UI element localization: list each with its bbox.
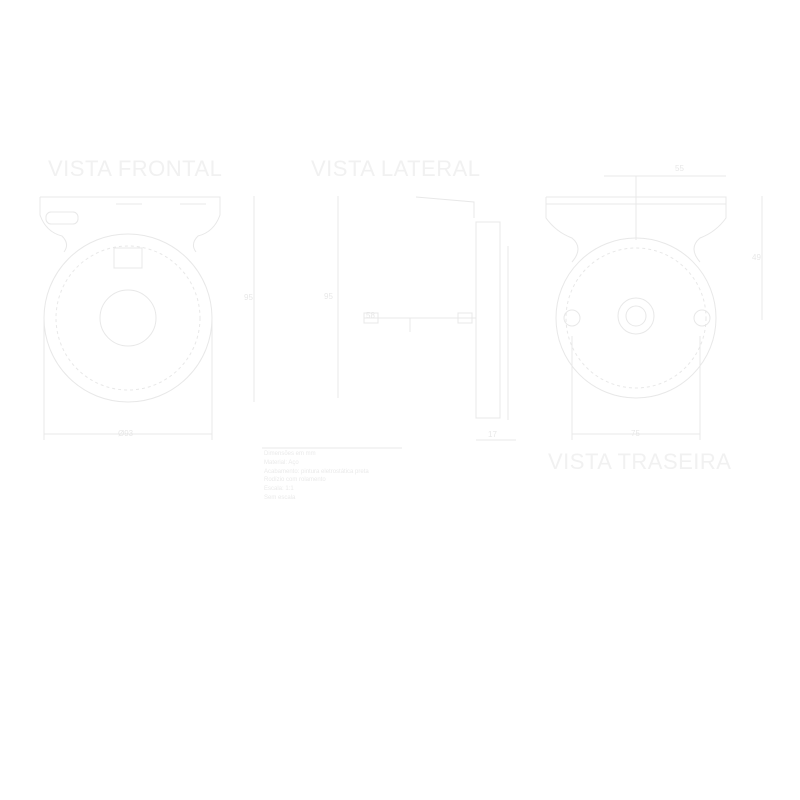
front-wheel-outer: [43, 233, 213, 403]
rear-hub-bore: [625, 305, 647, 327]
front-view-drawing: [39, 196, 255, 440]
front-bracket-outline: [40, 196, 221, 253]
front-bracket-outline-left: [39, 197, 68, 253]
drawing-notes: Dimensões em mm Material: Aço Acabamento…: [264, 450, 414, 503]
note-line: Rodízio com rolamento: [264, 477, 326, 484]
side-height-dimension-text: 95: [324, 292, 333, 301]
note-line: Material: Aço: [264, 459, 299, 466]
front-fork-clip: [113, 247, 143, 269]
side-view-drawing: [337, 196, 516, 441]
rear-bracket-outline: [546, 196, 727, 263]
side-axle-dimension-text: 58: [366, 311, 375, 320]
note-line: Sem escala: [264, 494, 296, 501]
note-line: Acabamento: pintura eletrostática preta: [264, 468, 369, 475]
front-width-dimension-text: Ø93: [118, 429, 134, 438]
rear-mount-bolt-left: [563, 309, 581, 327]
side-mount-plate: [475, 221, 501, 419]
front-hub: [99, 289, 157, 347]
front-height-dimension-text: 95: [244, 293, 253, 302]
front-wheel-inner: [55, 245, 201, 391]
rear-hub: [617, 297, 655, 335]
rear-bracket-outline-left: [545, 197, 579, 263]
front-view-title: VISTA FRONTAL: [48, 156, 223, 181]
rear-view-title: VISTA TRASEIRA: [548, 449, 732, 474]
note-line: Dimensões em mm: [264, 451, 316, 457]
rear-width-dimension-text: 75: [631, 429, 640, 438]
rear-mount-bolt-right: [693, 309, 711, 327]
side-bracket-top: [415, 196, 475, 218]
side-axle-nut-left: [363, 312, 379, 324]
side-axle-nut-right: [457, 312, 473, 324]
side-view-title: VISTA LATERAL: [311, 156, 481, 181]
side-depth-dimension-text: 17: [488, 430, 497, 439]
front-slot: [45, 211, 79, 225]
note-line: Escala: 1:1: [264, 486, 294, 493]
rear-wheel-inner: [565, 247, 707, 389]
rear-height-dimension-text: 49: [752, 253, 761, 262]
rear-top-dimension-text: 55: [675, 164, 684, 173]
rear-view-drawing: [545, 175, 763, 440]
